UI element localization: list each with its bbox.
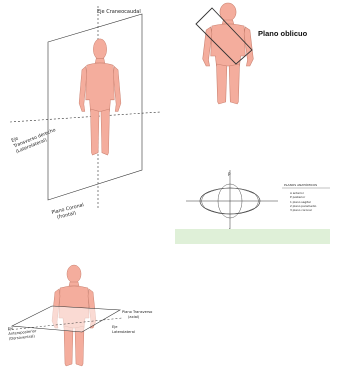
transverse-plane-label-2: (axial) <box>128 315 140 319</box>
axis-craneocaudal-label: Eje Craneocaudal <box>97 9 141 15</box>
transverse-left-label-1: Eje <box>8 326 15 331</box>
transverse-plane-figure: Eje Anteroposterior (Dorsoventral) Plano… <box>8 265 153 366</box>
human-figure-oblique <box>203 3 254 104</box>
transverse-right-axis-label-group: Eje Laterolateral <box>112 325 135 334</box>
section-legend: PLANOS ANATÓMICOS A anterior P posterior… <box>282 182 330 212</box>
transverse-right-label-1: Eje <box>112 325 118 329</box>
coronal-plane-label-group: Plano Coronal (frontal) <box>51 202 86 222</box>
axis-transverse-label-group: Eje Transverso derecho (Laterolateral) <box>10 121 59 155</box>
human-figure <box>79 39 121 155</box>
transverse-right-label-2: Laterolateral <box>112 330 135 334</box>
coronal-plane-figure: Eje Craneocaudal Eje Transverso derecho … <box>10 6 160 222</box>
oblique-plane-title: Plano oblicuo <box>258 29 308 38</box>
green-bar <box>175 229 330 244</box>
legend-item-2: P posterior <box>290 195 306 199</box>
transverse-plane-label-1: Plano Transverso <box>122 310 152 314</box>
transverse-right-plane-label-group: Plano Transverso (axial) <box>122 310 152 319</box>
transverse-axis <box>10 112 160 122</box>
oblique-plane-figure: Plano oblicuo <box>196 3 308 104</box>
legend-item-5: 3 plano coronal <box>290 208 312 212</box>
legend-title: PLANOS ANATÓMICOS <box>284 182 317 187</box>
sections-figure: P A PLANOS ANATÓMICOS A anterior P poste… <box>186 170 330 233</box>
section-top-letter: P <box>228 172 231 177</box>
